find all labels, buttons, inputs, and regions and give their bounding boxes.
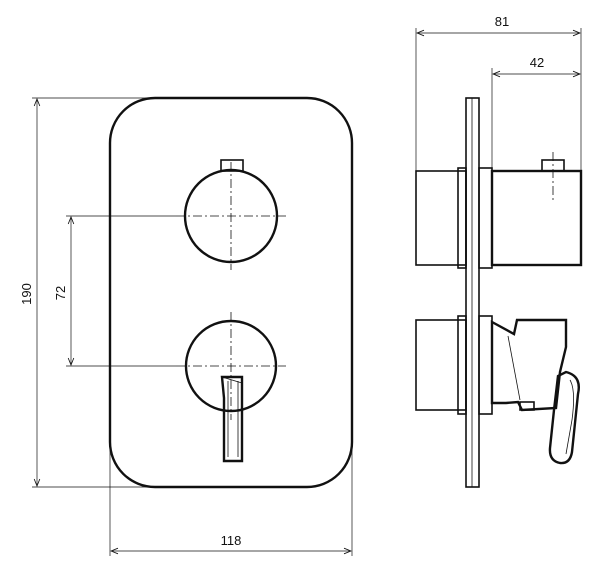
side-lower-knob [490, 318, 568, 412]
front-view: 190 72 118 [19, 96, 354, 556]
dim-label-190: 190 [19, 283, 34, 305]
side-lower-body [415, 315, 580, 465]
dim-label-81: 81 [495, 14, 509, 29]
lower-diverter-knob [176, 312, 286, 463]
dim-label-42: 42 [530, 55, 544, 70]
side-lever-handle [548, 370, 580, 465]
side-upper-body [415, 152, 583, 269]
side-upper-knob [490, 169, 583, 267]
side-view: 81 42 [415, 14, 583, 488]
dim-label-72: 72 [53, 286, 68, 300]
cover-plate [108, 96, 354, 489]
lever-handle [220, 375, 244, 463]
dim-label-118: 118 [221, 533, 242, 548]
upper-thermostatic-knob [176, 159, 286, 270]
side-plate [465, 97, 480, 488]
